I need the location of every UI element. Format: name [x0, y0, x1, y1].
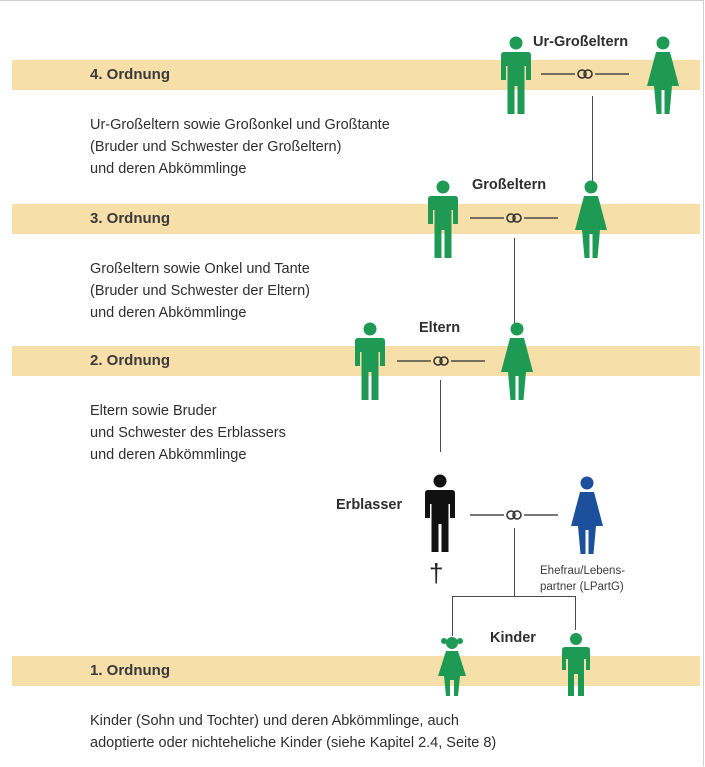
order-3-label: 3. Ordnung: [90, 210, 170, 227]
order-3-description-line-3: und deren Abkömmlinge: [90, 305, 247, 321]
boy-icon: [562, 633, 590, 696]
generation-label-eltern: Eltern: [419, 320, 461, 336]
order-3-description-line-2: (Bruder und Schwester der Eltern): [90, 283, 311, 299]
spouse-label-line-1: Ehefrau/Lebens-: [540, 565, 626, 577]
rings-icon: [541, 69, 629, 79]
girl-icon: [438, 637, 466, 696]
order-1-label: 1. Ordnung: [90, 662, 170, 679]
order-2-description-line-2: und Schwester des Erblassers: [90, 425, 286, 441]
order-4-description-line-2: (Bruder und Schwester der Großeltern): [90, 139, 342, 155]
rings-icon: [470, 213, 558, 223]
connector-2-erblasser: [440, 380, 441, 452]
spouse-woman-icon: [571, 476, 603, 554]
children-bracket-right: [575, 596, 576, 630]
order-3-description: Großeltern sowie Onkel und Tante (Bruder…: [90, 258, 310, 324]
order-2-description-line-1: Eltern sowie Bruder: [90, 403, 217, 419]
connector-4-3: [592, 96, 593, 186]
order-3-description-line-1: Großeltern sowie Onkel und Tante: [90, 261, 310, 277]
order-4-description: Ur-Großeltern sowie Großonkel und Großta…: [90, 114, 390, 180]
connector-couple-children: [514, 528, 515, 596]
generation-label-ur-grosseltern: Ur-Großeltern: [533, 34, 629, 50]
order-1-band: [12, 656, 700, 686]
rings-icon: [470, 510, 558, 520]
order-1-description-line-1: Kinder (Sohn und Tochter) und deren Abkö…: [90, 713, 459, 729]
order-2-label: 2. Ordnung: [90, 352, 170, 369]
man-icon: [501, 36, 531, 114]
generation-label-kinder: Kinder: [490, 630, 536, 646]
order-4-description-line-3: und deren Abkömmlinge: [90, 161, 247, 177]
order-2-description-line-3: und deren Abkömmlinge: [90, 447, 247, 463]
woman-icon: [575, 180, 607, 258]
man-icon: [428, 180, 458, 258]
man-icon: [355, 322, 385, 400]
woman-icon: [501, 322, 533, 400]
erblasser-man-icon: [425, 474, 455, 552]
order-4-description-line-1: Ur-Großeltern sowie Großonkel und Großta…: [90, 117, 390, 133]
erblasser-label: Erblasser: [336, 497, 403, 513]
spouse-label-line-2: partner (LPartG): [540, 581, 624, 593]
children-bracket-left: [452, 596, 453, 636]
order-4-label: 4. Ordnung: [90, 66, 170, 83]
spouse-label: Ehefrau/Lebens- partner (LPartG): [540, 563, 625, 595]
order-1-description: Kinder (Sohn und Tochter) und deren Abkö…: [90, 710, 496, 754]
rings-icon: [397, 356, 485, 366]
woman-icon: [647, 36, 679, 114]
children-bracket-horizontal: [452, 596, 576, 597]
connector-3-2: [514, 238, 515, 328]
order-2-description: Eltern sowie Bruder und Schwester des Er…: [90, 400, 286, 466]
generation-label-grosseltern: Großeltern: [472, 177, 547, 193]
cross-icon: †: [429, 558, 444, 588]
order-1-description-line-2: adoptierte oder nichteheliche Kinder (si…: [90, 735, 497, 751]
